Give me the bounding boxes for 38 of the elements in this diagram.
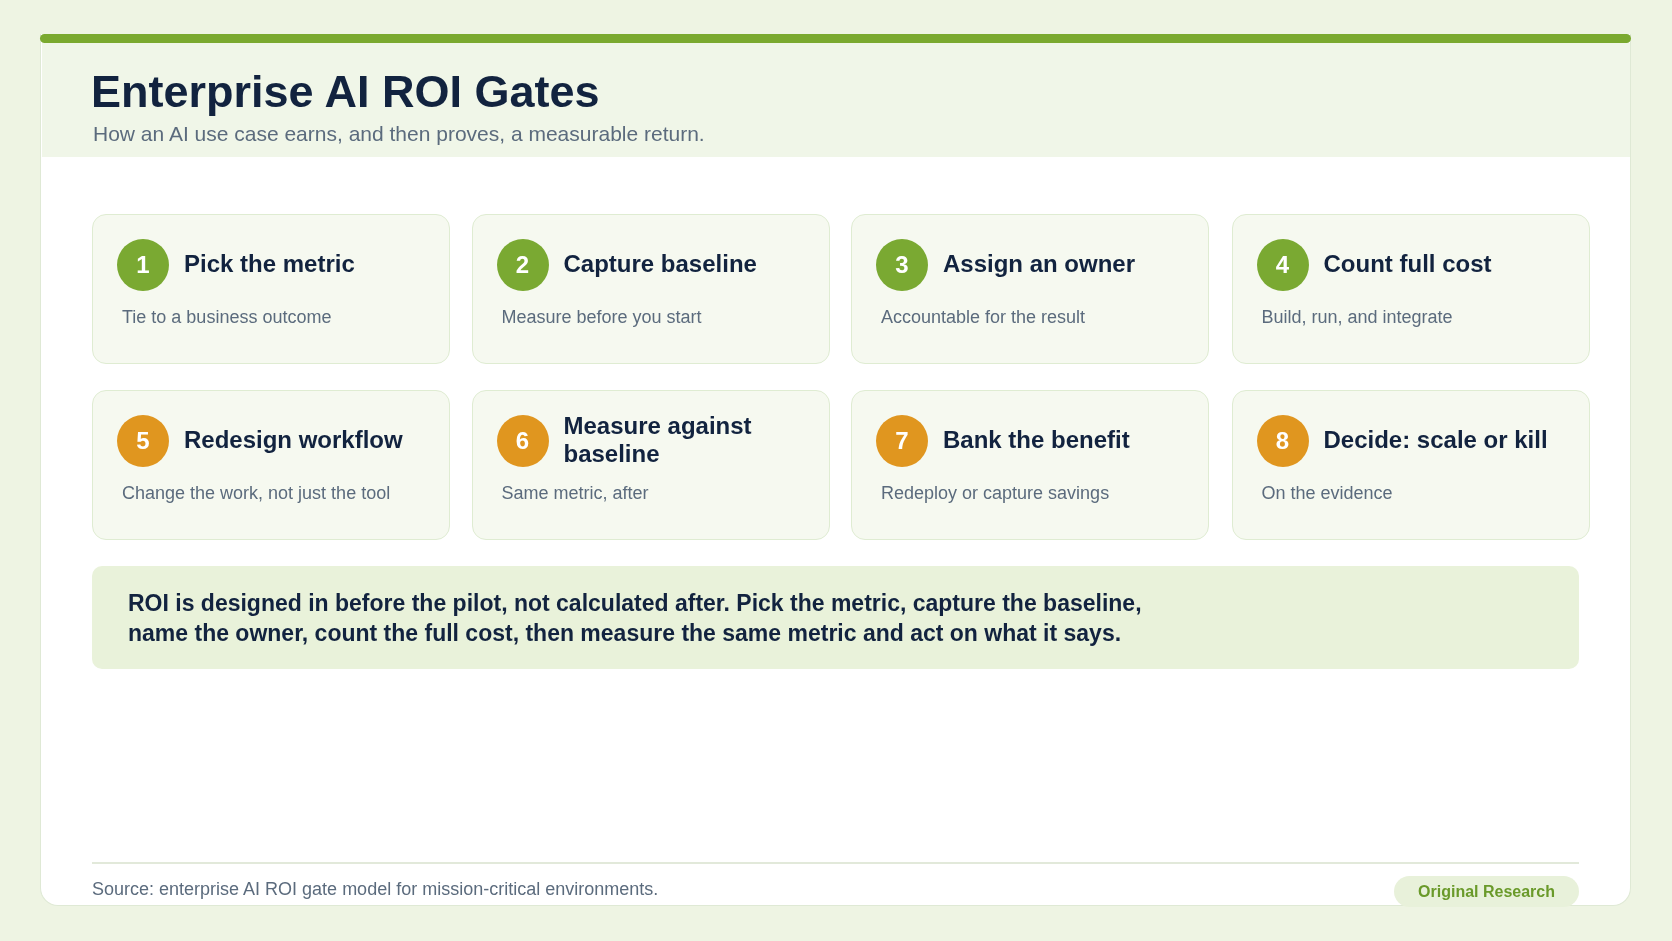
step-card [471,213,830,364]
step-title: Bank the benefit [943,426,1130,454]
step-description: Measure before you start [501,305,702,328]
step-title: Assign an owner [943,249,1136,278]
step-card [92,390,450,540]
page-title: Enterprise AI ROI Gates [91,69,600,114]
step-card [1231,390,1590,540]
summary-text: ROI is designed in before the pilot, not calculated after. Pick the metric, capture the baseline, name the owner, count the full cost, then measure the same metric and act on what it says. [128,588,1143,648]
step-number: 1 [117,238,169,291]
step-card [471,390,830,540]
source-note: Source: enterprise AI ROI gate model for mission-critical environments. [92,878,659,900]
step-description: Tie to a business outcome [122,305,332,328]
step-number: 5 [117,415,169,467]
research-tag: Original Research [1394,876,1579,907]
step-number: 6 [496,415,549,467]
step-title: Redesign workflow [184,426,403,454]
step-number: 8 [1256,415,1309,467]
step-card [92,213,450,364]
step-title: Capture baseline [563,249,757,278]
step-card [851,213,1209,364]
step-card [1231,213,1590,364]
step-description: On the evidence [1261,482,1393,504]
step-card [851,390,1209,540]
step-title: Measure against baseline [563,412,753,468]
step-description: Accountable for the result [881,305,1086,328]
step-description: Build, run, and integrate [1261,305,1453,328]
step-title: Count full cost [1323,249,1492,278]
step-number: 3 [876,238,928,291]
step-description: Redeploy or capture savings [881,482,1110,504]
step-description: Change the work, not just the tool [122,482,391,504]
step-description: Same metric, after [501,482,649,504]
subtitle: How an AI use case earns, and then proves, a measurable return. [93,122,705,146]
step-title: Pick the metric [184,249,355,278]
step-number: 2 [496,238,549,291]
step-number: 7 [876,415,928,467]
step-number: 4 [1256,238,1309,291]
step-title: Decide: scale or kill [1323,426,1548,454]
summary-panel [92,566,1579,669]
